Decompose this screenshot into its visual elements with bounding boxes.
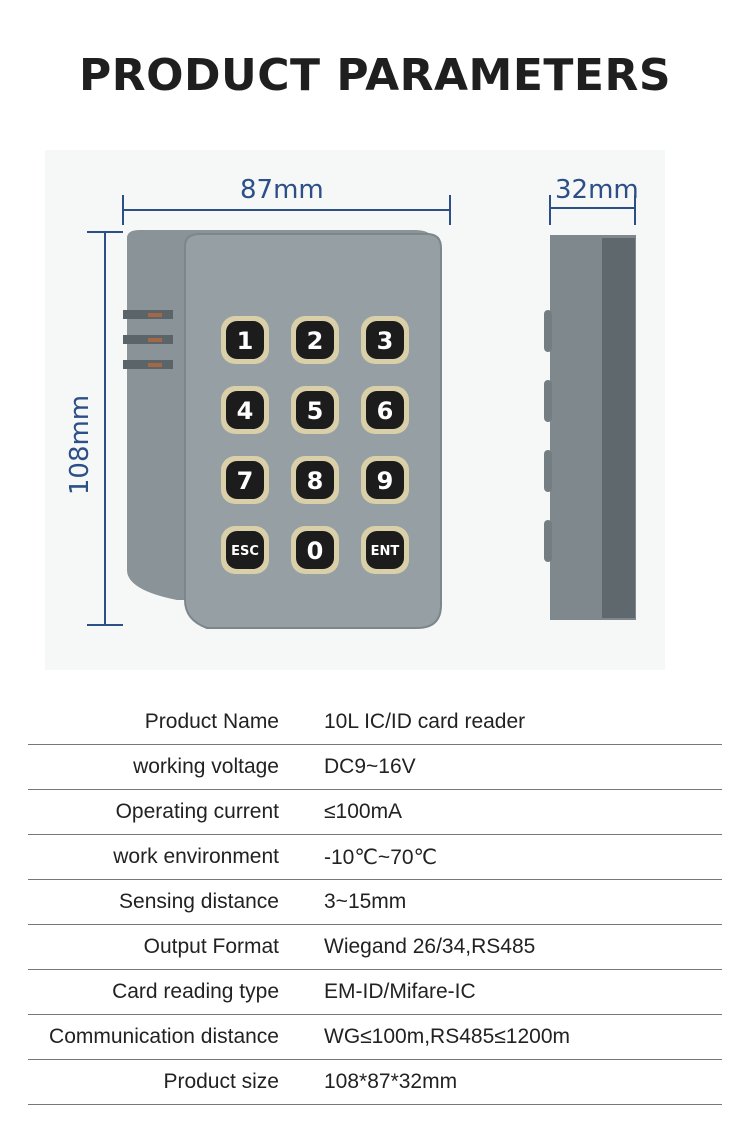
keypad-key-label: 3 — [377, 327, 394, 355]
keypad-key[interactable]: 4 — [221, 386, 269, 434]
spec-value: EM-ID/Mifare-IC — [324, 980, 476, 1003]
keypad-key[interactable]: ENT — [361, 526, 409, 574]
keypad-key[interactable]: 3 — [361, 316, 409, 364]
width-label: 87mm — [240, 175, 324, 205]
spec-label: working voltage — [133, 755, 279, 778]
height-dimension-line — [87, 231, 123, 626]
keypad-key-label: 5 — [307, 397, 324, 425]
spec-row: working voltage DC9~16V — [28, 745, 722, 790]
depth-dimension-line — [549, 195, 636, 225]
page-title: PRODUCT PARAMETERS — [78, 50, 672, 101]
spec-value: ≤100mA — [324, 800, 403, 823]
spec-row: Card reading type EM-ID/Mifare-IC — [28, 970, 722, 1015]
spec-label: Communication distance — [49, 1025, 279, 1048]
spec-row: Product size 108*87*32mm — [28, 1060, 722, 1105]
spec-value: 10L IC/ID card reader — [324, 710, 526, 733]
keypad-key-label: ENT — [371, 544, 400, 559]
keypad-key-label: 9 — [377, 467, 394, 495]
spec-value: -10℃~70℃ — [324, 846, 438, 869]
keypad-key[interactable]: 9 — [361, 456, 409, 504]
spec-row: Sensing distance 3~15mm — [28, 880, 722, 925]
keypad-key-label: 8 — [307, 467, 324, 495]
spec-row: Output Format Wiegand 26/34,RS485 — [28, 925, 722, 970]
depth-label: 32mm — [555, 175, 639, 205]
keypad-key-label: ESC — [231, 544, 259, 559]
spec-label: Operating current — [115, 800, 279, 823]
spec-value: WG≤100m,RS485≤1200m — [324, 1025, 570, 1048]
spec-row: Product Name 10L IC/ID card reader — [28, 700, 722, 745]
spec-value: DC9~16V — [324, 755, 416, 778]
spec-value: 108*87*32mm — [324, 1070, 458, 1093]
keypad-key[interactable]: 0 — [291, 526, 339, 574]
keypad-key-label: 2 — [307, 327, 324, 355]
keypad-key[interactable]: 7 — [221, 456, 269, 504]
spec-label: Product size — [163, 1070, 279, 1093]
spec-row: Operating current ≤100mA — [28, 790, 722, 835]
height-label: 108mm — [65, 394, 95, 496]
keypad-key[interactable]: ESC — [221, 526, 269, 574]
keypad-key[interactable]: 5 — [291, 386, 339, 434]
spec-label: Card reading type — [112, 980, 279, 1003]
keypad-key-label: 4 — [237, 397, 254, 425]
keypad-key[interactable]: 8 — [291, 456, 339, 504]
keypad-key-label: 6 — [377, 397, 394, 425]
keypad-key[interactable]: 2 — [291, 316, 339, 364]
spec-label: Product Name — [144, 710, 279, 733]
keypad-key-label: 7 — [237, 467, 254, 495]
keypad-key[interactable]: 6 — [361, 386, 409, 434]
spec-label: Output Format — [143, 935, 279, 958]
keypad-key[interactable]: 1 — [221, 316, 269, 364]
width-dimension-line — [122, 195, 451, 225]
spec-value: Wiegand 26/34,RS485 — [324, 935, 536, 958]
spec-label: Sensing distance — [119, 890, 279, 913]
spec-table: Product Name 10L IC/ID card reader working… — [28, 700, 722, 1105]
spec-row: Communication distance WG≤100m,RS485≤1200… — [28, 1015, 722, 1060]
spec-label: work environment — [113, 845, 279, 868]
keypad-key-label: 1 — [237, 327, 254, 355]
spec-row: work environment -10℃~70℃ — [28, 835, 722, 880]
keypad-key-label: 0 — [307, 537, 324, 565]
spec-value: 3~15mm — [324, 890, 407, 913]
